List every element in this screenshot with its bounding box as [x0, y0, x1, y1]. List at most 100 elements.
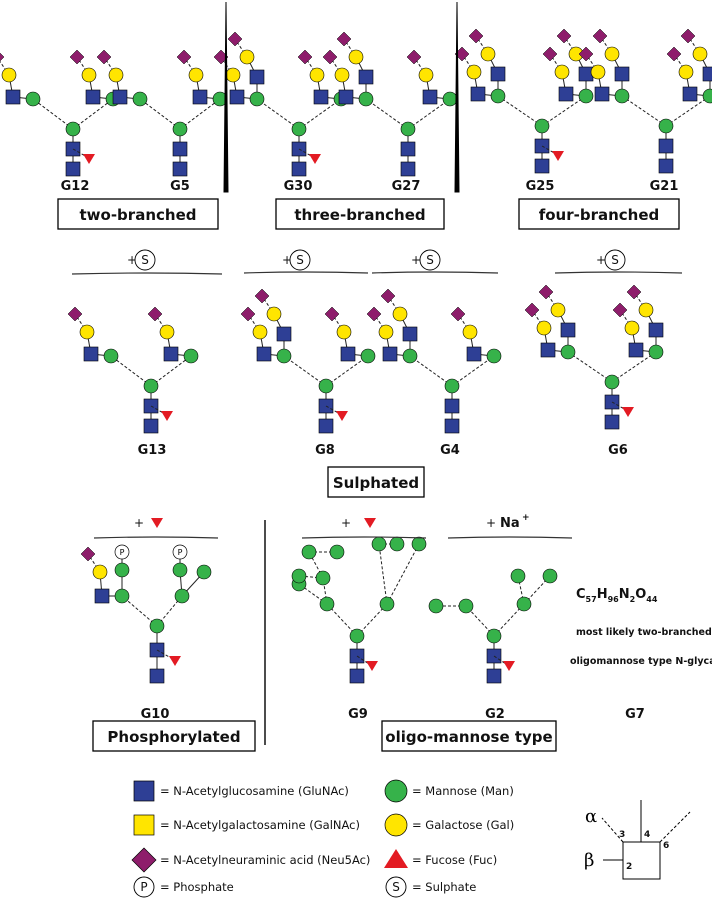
legend-neu5ac: = N-Acetylneuraminic acid (Neu5Ac)	[160, 853, 370, 867]
glcnac-icon	[400, 141, 416, 157]
glycosidic-bond	[326, 603, 358, 637]
glycosidic-bond	[493, 655, 507, 665]
glycan-g4	[366, 288, 502, 434]
glycosidic-bond	[329, 56, 343, 76]
glycosidic-bond	[599, 35, 613, 55]
neu5ac-icon	[556, 28, 572, 44]
glcnac-icon	[682, 86, 698, 102]
glycan-g13	[67, 306, 199, 434]
glycosidic-bond	[665, 95, 711, 127]
sulphate-symbol: S	[296, 253, 304, 267]
sulphate-icon	[289, 249, 311, 271]
label-g5: G5	[170, 179, 190, 194]
category-three-branched: three-branched	[294, 206, 425, 224]
box-sulphated	[327, 466, 425, 498]
neu5ac-icon	[538, 284, 554, 300]
divider-line	[447, 536, 573, 539]
mannose-icon	[319, 596, 335, 612]
glcnac-icon	[291, 161, 307, 177]
glycosidic-bond	[343, 38, 357, 58]
glycosidic-bond	[325, 405, 341, 415]
glycosidic-bond	[156, 649, 172, 659]
galactose-icon	[604, 46, 620, 62]
galactose-icon	[108, 67, 124, 83]
fucose-icon	[622, 407, 634, 417]
galactose-icon	[309, 67, 325, 83]
galactose-icon	[384, 813, 408, 837]
neu5ac-icon	[468, 28, 484, 44]
glcnac-icon	[578, 66, 594, 82]
mannose-icon	[384, 779, 408, 803]
mannose-icon	[658, 118, 674, 134]
mannose-icon	[411, 536, 427, 552]
glycosidic-bond	[451, 355, 495, 387]
g7-description: C57H96N2O44 most likely two-branched oli…	[570, 587, 712, 667]
glycosidic-bond	[407, 98, 451, 130]
neu5ac-icon	[626, 284, 642, 300]
phosphate-mark: P	[178, 548, 183, 557]
fucose-icon	[336, 411, 348, 421]
mannose-icon	[196, 564, 212, 580]
linkage-key: α β 2 3 4 6	[584, 800, 691, 880]
category-oligo-mannose: oligo-mannose type	[385, 728, 552, 746]
glycosidic-bond	[621, 95, 667, 127]
pos3-label: 3	[619, 830, 625, 840]
galactose-icon	[239, 49, 255, 65]
mannose-icon	[389, 536, 405, 552]
galactose-icon	[79, 324, 95, 340]
glycan-g8	[240, 288, 376, 434]
plus-sign: +	[411, 253, 421, 267]
fucose-icon	[503, 661, 515, 671]
neu5ac-icon	[0, 52, 5, 62]
sulphate-icon	[134, 249, 156, 271]
category-phosphorylated: Phosphorylated	[107, 728, 240, 746]
neu5ac-icon	[380, 288, 396, 304]
glcnac-icon	[318, 418, 334, 434]
glycosidic-bond	[373, 313, 387, 333]
neu5ac-icon	[254, 288, 270, 304]
glycosidic-bond	[585, 53, 599, 73]
pos4-label: 4	[644, 830, 650, 840]
glcnac-icon	[313, 89, 329, 105]
mannose-icon	[458, 598, 474, 614]
galactose-icon	[1, 67, 17, 83]
phosphate-icon	[114, 544, 130, 560]
glycosidic-bond	[298, 148, 314, 158]
mannose-icon	[172, 562, 188, 578]
sulphate-icon	[604, 249, 626, 271]
glycosidic-bond	[87, 553, 101, 573]
glycosidic-bond	[325, 355, 369, 387]
glycosidic-bond	[611, 351, 657, 383]
plus-sign: +	[127, 253, 137, 267]
galactose-icon	[678, 64, 694, 80]
galactose-icon	[159, 324, 175, 340]
mannose-icon	[402, 348, 418, 364]
neu5ac-icon	[578, 46, 594, 62]
neu5ac-icon	[131, 847, 157, 873]
glycosidic-bond	[247, 313, 261, 333]
neu5ac-icon	[227, 31, 243, 47]
glcnac-icon	[628, 342, 644, 358]
glycosidic-bond	[103, 56, 117, 76]
mannose-icon	[442, 91, 458, 107]
galactose-icon	[554, 64, 570, 80]
mannose-icon	[542, 568, 558, 584]
divider-line	[71, 272, 223, 275]
glcnac-icon	[94, 588, 110, 604]
glcnac-icon	[444, 418, 460, 434]
glcnac-icon	[658, 158, 674, 174]
galactose-icon	[188, 67, 204, 83]
neu5ac-icon	[176, 49, 192, 65]
glycosidic-bond	[493, 603, 525, 637]
neu5ac-icon	[69, 49, 85, 65]
legend: = N-Acetylglucosamine (GluNAc) = N-Acety…	[131, 779, 514, 898]
mannose-icon	[516, 596, 532, 612]
glycosidic-bond	[567, 351, 613, 383]
glycan-g6	[524, 284, 664, 430]
mannose-icon	[132, 91, 148, 107]
glycosidic-bond	[256, 98, 300, 130]
mannose-icon	[65, 121, 81, 137]
neu5ac-icon	[67, 306, 83, 322]
